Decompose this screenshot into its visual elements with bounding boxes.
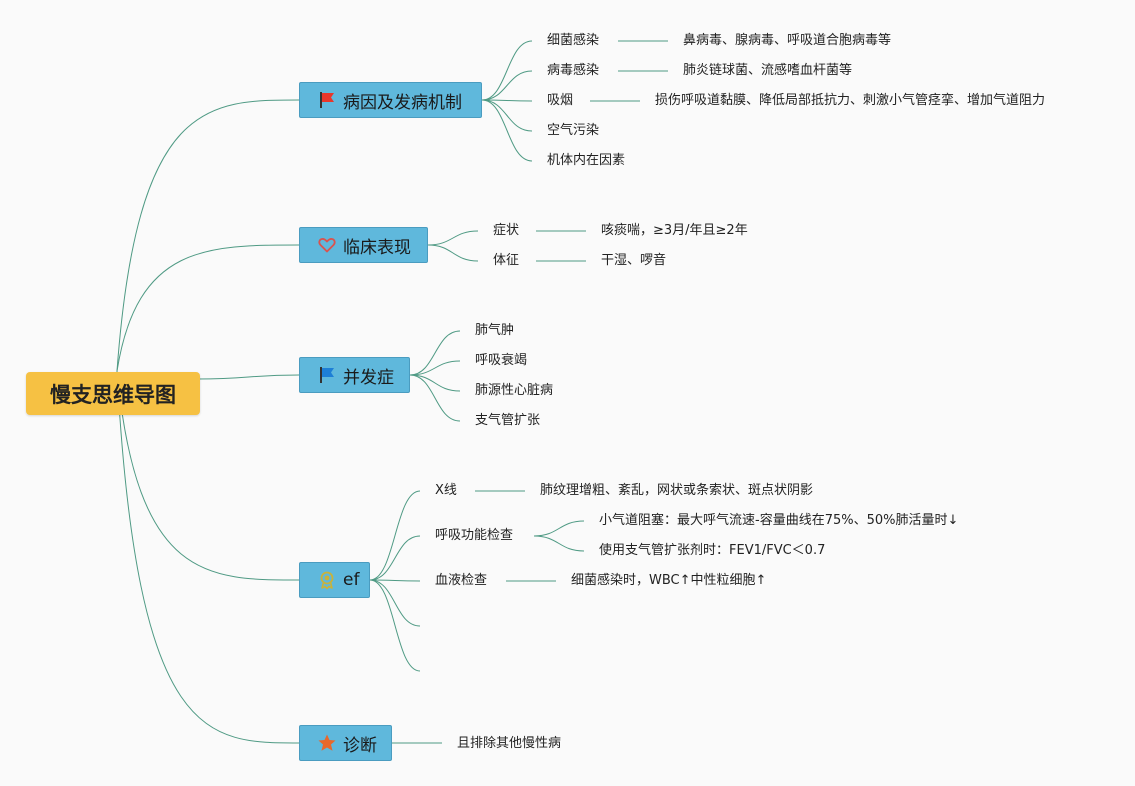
root-title: 慢支思维导图 xyxy=(50,382,176,407)
star-icon xyxy=(317,733,337,753)
link-complication-item xyxy=(409,330,461,376)
branch-diagnosis[interactable]: 诊断 xyxy=(299,725,392,761)
branch-exams[interactable]: ef xyxy=(299,562,370,598)
detail-symptoms[interactable]: 咳痰喘，≥3月/年且≥2年 xyxy=(601,223,748,238)
link-exam-item xyxy=(369,535,421,581)
item-emphysema[interactable]: 肺气肿 xyxy=(475,323,515,338)
branch-label: ef xyxy=(343,570,360,590)
detail-signs[interactable]: 干湿、啰音 xyxy=(601,253,667,268)
sub-small-airway[interactable]: 小气道阻塞：最大呼气流速-容量曲线在75%、50%肺活量时↓ xyxy=(599,513,959,528)
link-complication-item xyxy=(409,374,461,392)
item-cor-pulmonale[interactable]: 肺源性心脏病 xyxy=(475,383,554,398)
link-root-complications xyxy=(197,374,300,380)
item-signs[interactable]: 体征 xyxy=(493,253,520,268)
link-complication-item xyxy=(409,360,461,376)
red-flag-icon xyxy=(317,90,337,110)
link-sub xyxy=(533,535,585,552)
link-clinical-item xyxy=(427,244,479,262)
link-etiology-item xyxy=(481,70,533,101)
item-bacterial-infection[interactable]: 细菌感染 xyxy=(547,33,600,48)
item-bronchiectasis[interactable]: 支气管扩张 xyxy=(475,413,541,428)
link-exam-item xyxy=(369,579,421,672)
link-clinical-item xyxy=(427,230,479,246)
item-symptoms[interactable]: 症状 xyxy=(493,223,520,238)
item-pulmonary-function[interactable]: 呼吸功能检查 xyxy=(435,528,514,543)
branch-etiology[interactable]: 病因及发病机制 xyxy=(299,82,482,118)
item-smoking[interactable]: 吸烟 xyxy=(547,93,574,108)
branch-label: 诊断 xyxy=(343,735,377,756)
item-viral-infection[interactable]: 病毒感染 xyxy=(547,63,600,78)
branch-label: 并发症 xyxy=(343,367,394,388)
detail-xray[interactable]: 肺纹理增粗、紊乱，网状或条索状、斑点状阴影 xyxy=(540,483,814,498)
link-root-etiology xyxy=(116,99,300,372)
link-exam-item xyxy=(369,579,421,627)
link-etiology-item xyxy=(481,99,533,162)
branch-complications[interactable]: 并发症 xyxy=(299,357,410,393)
branch-label: 临床表现 xyxy=(343,237,411,258)
item-air-pollution[interactable]: 空气污染 xyxy=(547,123,600,138)
item-blood-test[interactable]: 血液检查 xyxy=(435,573,488,588)
link-complication-item xyxy=(409,374,461,422)
detail-bacterial-infection[interactable]: 鼻病毒、腺病毒、呼吸道合胞病毒等 xyxy=(683,33,892,48)
award-badge-icon xyxy=(317,570,337,590)
branch-label: 病因及发病机制 xyxy=(343,92,462,113)
sub-bronchodilator[interactable]: 使用支气管扩张剂时：FEV1/FVC＜0.7 xyxy=(599,543,826,558)
blue-flag-icon xyxy=(317,365,337,385)
link-etiology-item xyxy=(481,99,533,102)
link-root-clinical xyxy=(116,244,300,372)
item-exclude-other[interactable]: 且排除其他慢性病 xyxy=(457,736,562,751)
detail-smoking[interactable]: 损伤呼吸道黏膜、降低局部抵抗力、刺激小气管痉挛、增加气道阻力 xyxy=(655,93,1046,108)
item-xray[interactable]: X线 xyxy=(435,483,457,498)
link-exam-item xyxy=(369,490,421,581)
branch-clinical[interactable]: 临床表现 xyxy=(299,227,428,263)
root-topic[interactable]: 慢支思维导图 xyxy=(26,372,200,415)
link-root-exams xyxy=(116,370,300,581)
item-respiratory-failure[interactable]: 呼吸衰竭 xyxy=(475,353,528,368)
link-etiology-item xyxy=(481,40,533,101)
link-root-diagnosis xyxy=(116,370,300,744)
link-etiology-item xyxy=(481,99,533,132)
item-internal-factors[interactable]: 机体内在因素 xyxy=(547,153,626,168)
detail-blood-test[interactable]: 细菌感染时，WBC↑中性粒细胞↑ xyxy=(571,573,767,588)
link-exam-item xyxy=(369,579,421,582)
heart-outline-icon xyxy=(317,235,337,255)
link-sub xyxy=(533,520,585,537)
detail-viral-infection[interactable]: 肺炎链球菌、流感嗜血杆菌等 xyxy=(683,63,853,78)
